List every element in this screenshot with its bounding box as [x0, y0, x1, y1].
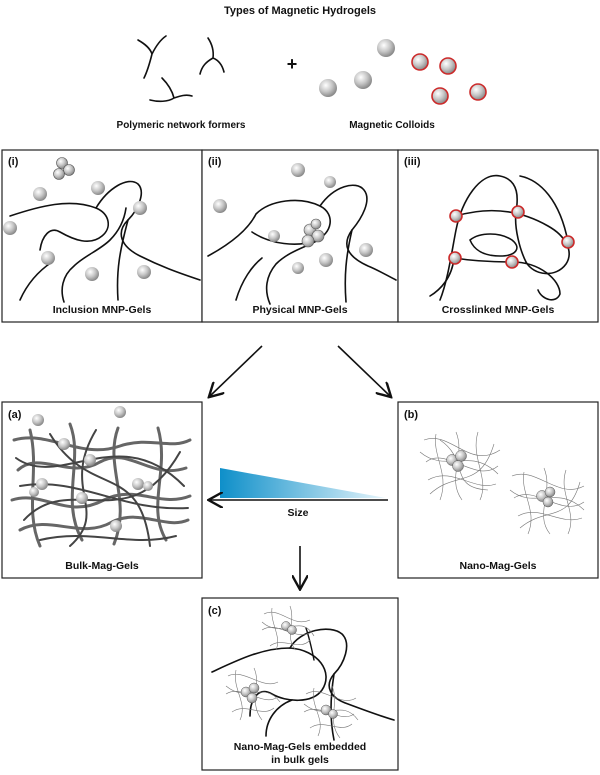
arrow-to-bulk	[210, 345, 263, 396]
panel-ii-tag: (ii)	[208, 156, 222, 168]
diagram-title: Types of Magnetic Hydrogels	[224, 5, 376, 17]
panel-b-label: Nano-Mag-Gels	[459, 560, 536, 572]
arrow-to-nano	[337, 345, 390, 396]
panel-c-label-line1: Nano-Mag-Gels embedded	[234, 741, 366, 753]
polymer-formers-label: Polymeric network formers	[117, 120, 246, 131]
panel-embedded: (c) Nano-Mag-Gels embedded in bulk gels	[201, 597, 399, 771]
panel-ii-label: Physical MNP-Gels	[252, 304, 347, 316]
panel-c-label-line2: in bulk gels	[271, 754, 329, 766]
panel-iii-label: Crosslinked MNP-Gels	[442, 304, 555, 316]
embedded-nano-gel-3	[303, 685, 359, 739]
size-indicator: Size	[210, 468, 388, 519]
panel-b-tag: (b)	[404, 409, 418, 421]
panel-i-label: Inclusion MNP-Gels	[53, 304, 152, 316]
nano-gel-cluster-2	[509, 467, 585, 535]
plus-sign: +	[287, 54, 298, 74]
panel-physical: (ii) Physical MNP-Gels	[201, 149, 399, 323]
nano-gel-cluster-1	[419, 431, 501, 501]
embedded-nano-gel-1	[261, 605, 315, 651]
size-label: Size	[287, 507, 308, 519]
panel-i-tag: (i)	[8, 156, 19, 168]
panel-a-tag: (a)	[8, 409, 22, 421]
panel-bulk: (a) Bulk-Mag-Gels	[1, 401, 203, 579]
polymer-network-formers-icon	[137, 35, 225, 103]
size-wedge	[220, 468, 386, 498]
panel-crosslinked: (iii) Crosslinked MNP-Gels	[397, 149, 599, 323]
panel-nano: (b) Nano-Mag-Gels	[397, 401, 599, 579]
magnetic-colloids-label: Magnetic Colloids	[349, 120, 435, 131]
panel-a-label: Bulk-Mag-Gels	[65, 560, 139, 572]
panel-c-tag: (c)	[208, 605, 222, 617]
panel-iii-tag: (iii)	[404, 156, 421, 168]
magnetic-colloids-icon	[319, 39, 487, 105]
panel-inclusion: (i) Inclusion MNP-Gels	[1, 149, 203, 323]
embedded-nano-gel-2	[225, 667, 281, 721]
